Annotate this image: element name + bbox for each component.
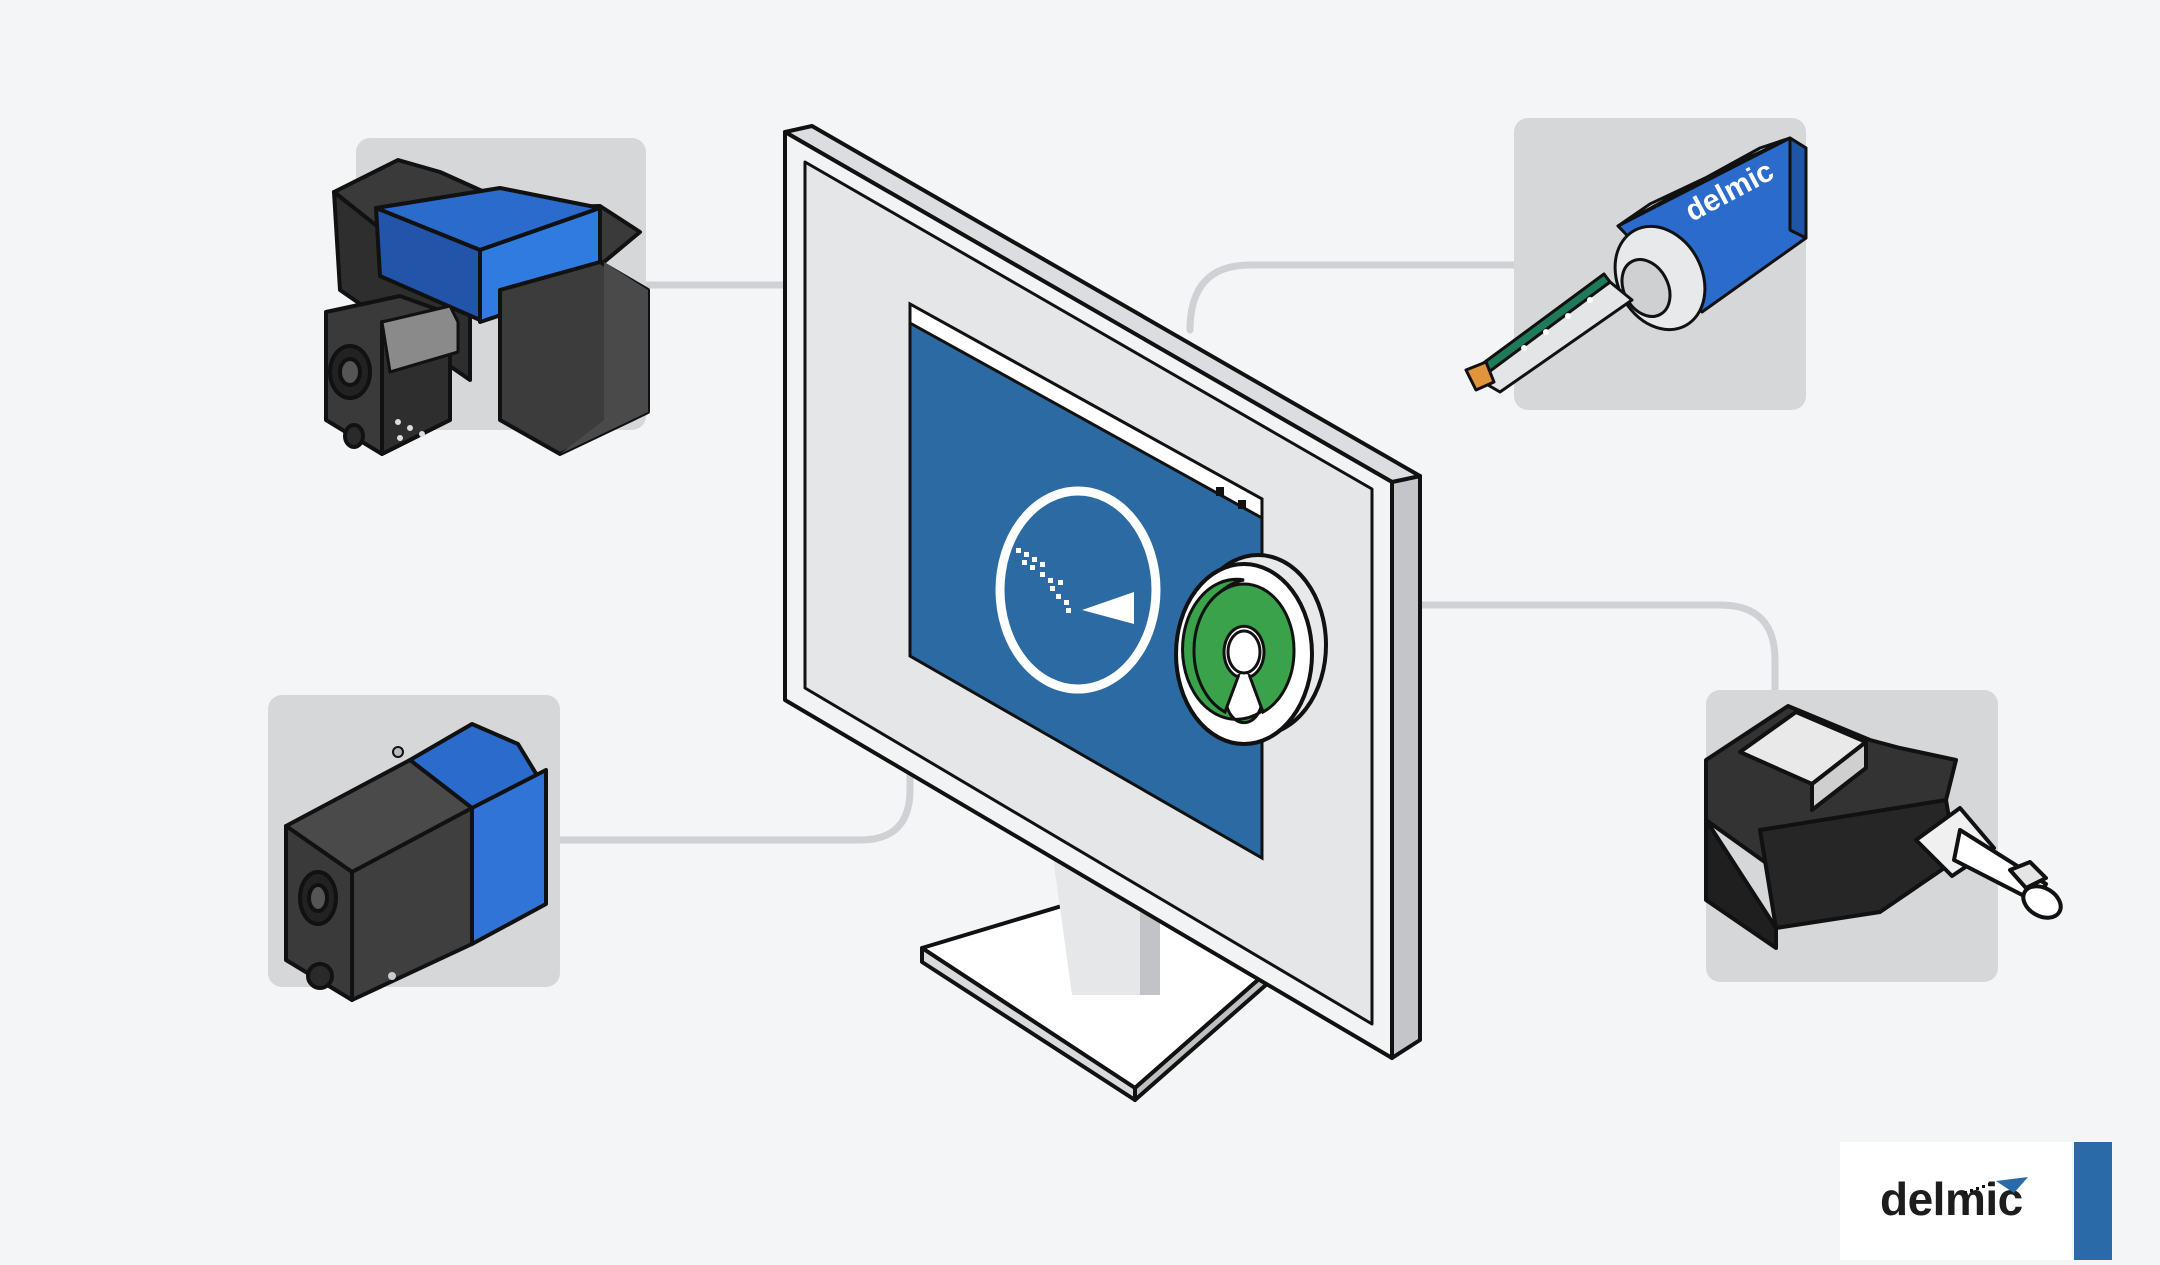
software-logo-icon: [995, 486, 1161, 694]
device-spectrometer-camera: [324, 158, 650, 456]
device-delmic-probe: [1464, 136, 1808, 394]
monitor-side: [1390, 474, 1422, 1060]
brand-logo-box: [1840, 1142, 2072, 1260]
brand-logo-mark-icon: [1964, 1177, 2028, 1194]
open-source-icon: [1174, 553, 1328, 746]
software-logo-dots: [1016, 548, 1071, 613]
connector-top-right: [1186, 261, 1519, 334]
connector-lines: [556, 261, 1779, 844]
window-control-icon: [1238, 500, 1246, 509]
connector-bottom-right: [1416, 601, 1779, 694]
app-window-titlebar: [908, 301, 1264, 521]
probe-dots: [1521, 297, 1593, 351]
software-logo-triangle: [1082, 592, 1134, 624]
device-fiber-module: [1704, 704, 2063, 950]
app-window: [908, 301, 1264, 861]
window-control-icon: [1216, 487, 1224, 496]
brand-accent-bar: [2074, 1142, 2112, 1260]
device-camera: [284, 722, 548, 1002]
connector-bottom-left: [556, 756, 914, 844]
